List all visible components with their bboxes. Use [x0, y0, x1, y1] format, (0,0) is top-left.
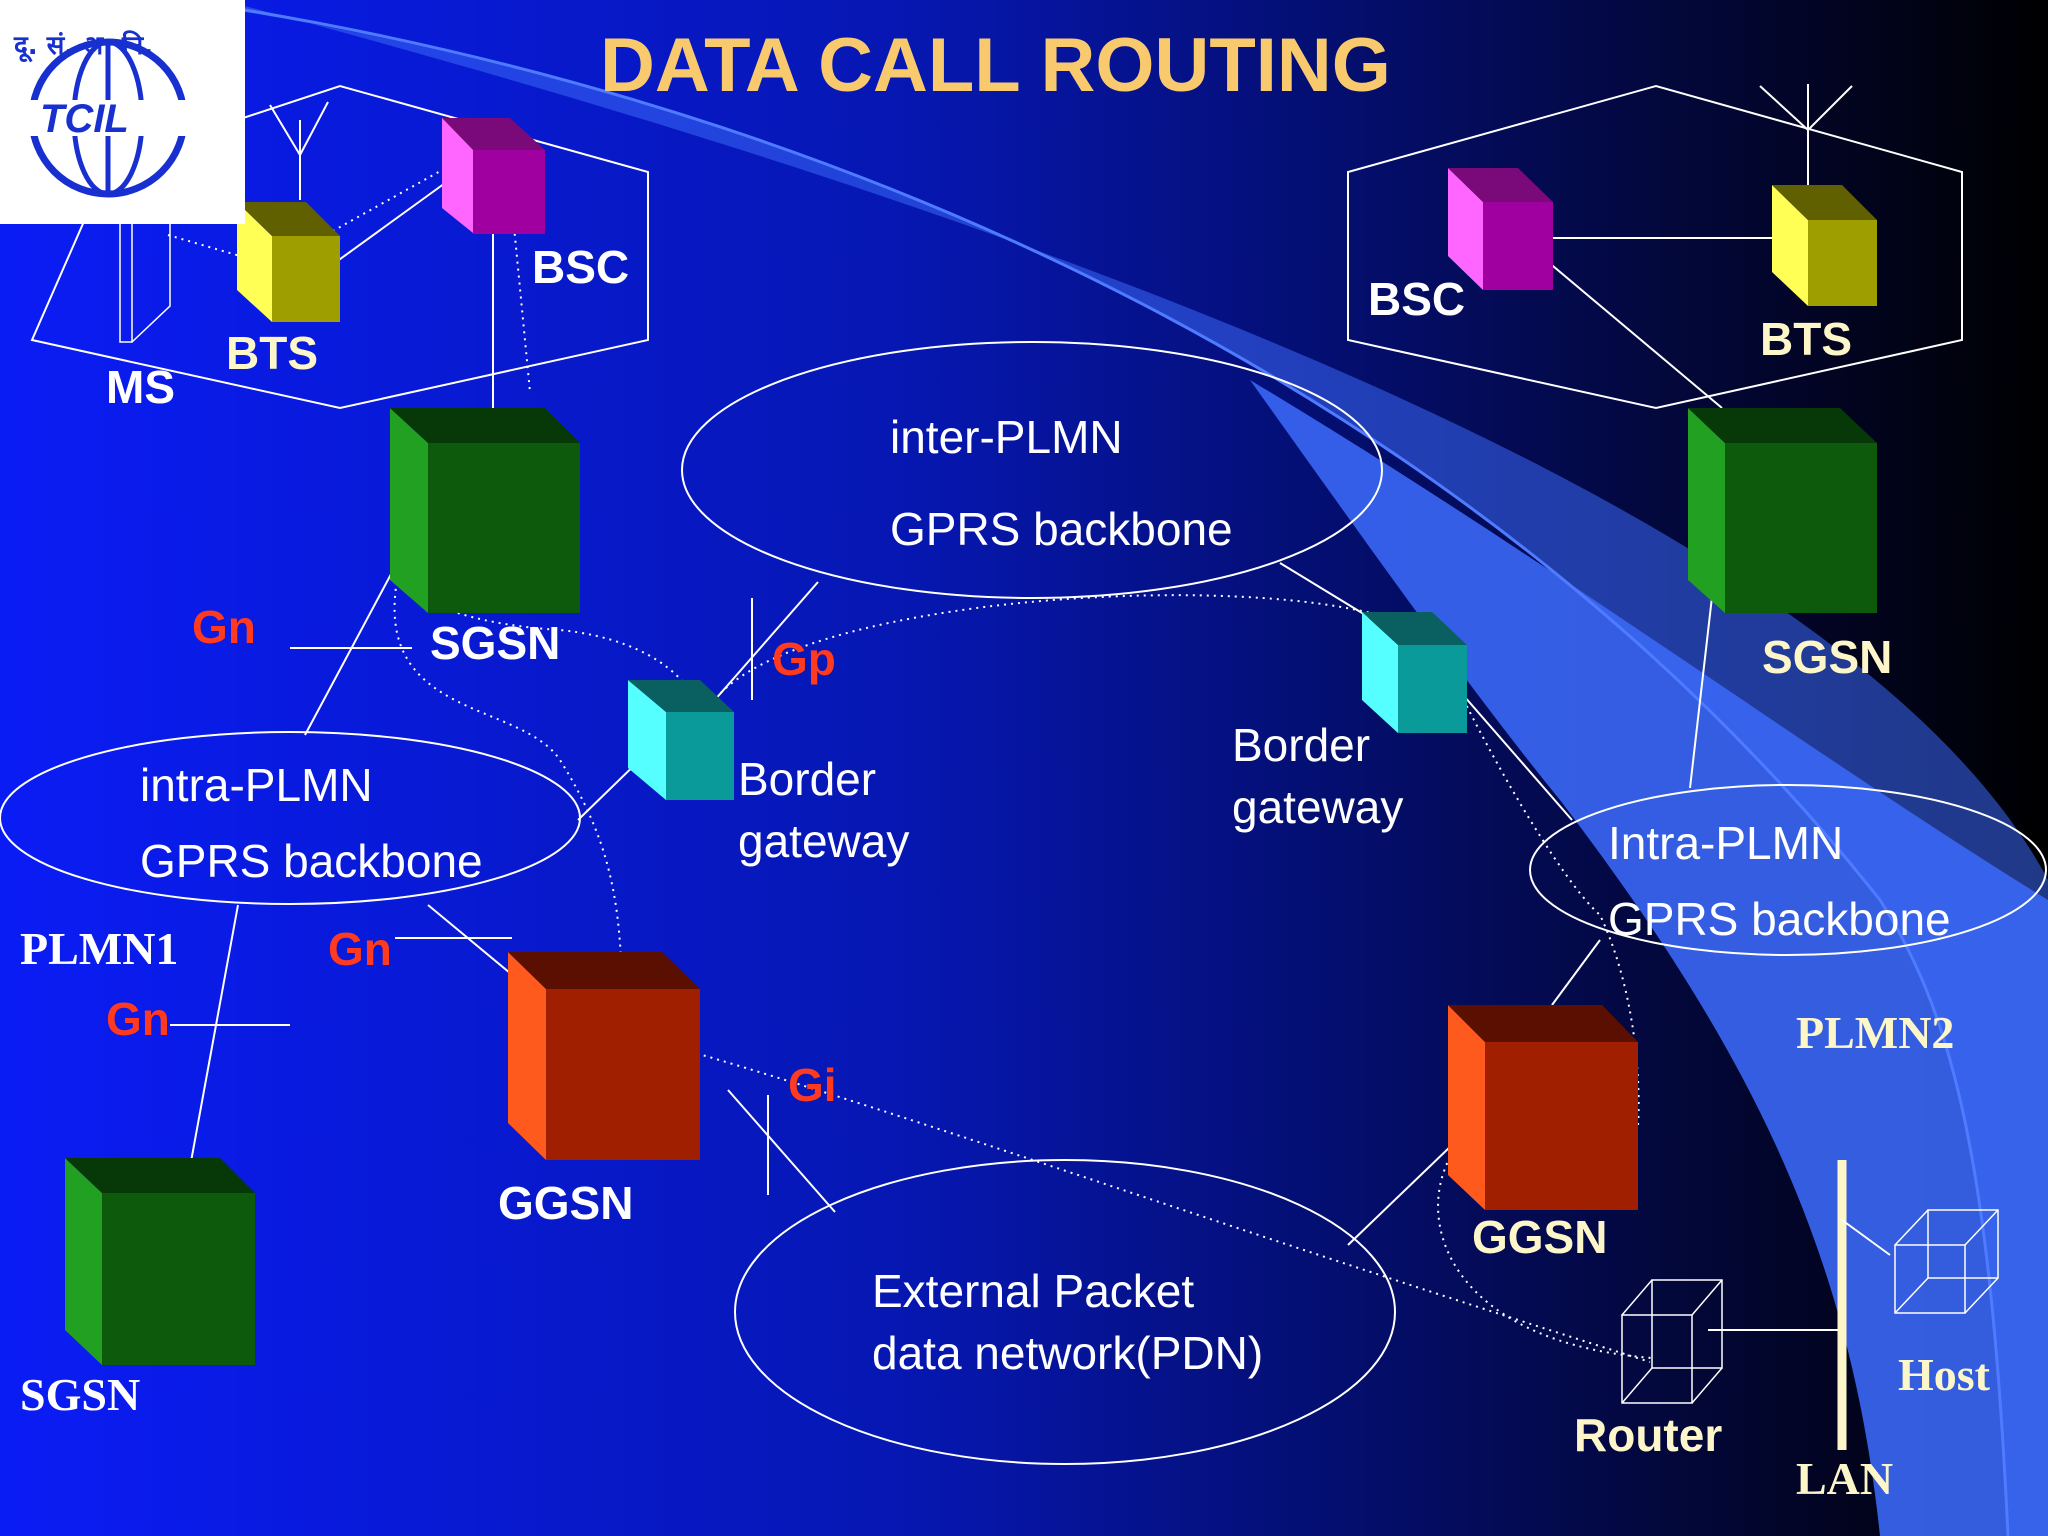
ggsn-plmn2-label: GGSN [1472, 1211, 1608, 1263]
page-title: DATA CALL ROUTING [600, 23, 1391, 108]
plmn1-backbone-line2: GPRS backbone [140, 835, 483, 887]
plmn2-region-band-solid [1250, 380, 2048, 1536]
bsc-plmn1 [442, 118, 545, 234]
border-gateway-plmn2 [1362, 612, 1467, 733]
border-gateway-plmn2-label-line1: Border [1232, 719, 1371, 771]
plmn2-region-edge [244, 8, 2010, 1536]
plmn1-backbone-line1: intra-PLMN [140, 759, 373, 811]
sgsn-plmn2-label: SGSN [1762, 631, 1893, 683]
gi-interface-label: Gi [788, 1059, 837, 1111]
ggsn-plmn1-label: GGSN [498, 1177, 634, 1229]
tcil-logo: TCIL दू. सं. अ. नि. [0, 0, 245, 224]
inter-plmn-backbone-ellipse [681, 341, 1383, 599]
svg-text:दू. सं. अ. नि.: दू. सं. अ. नि. [13, 30, 153, 63]
sgsn2-plmn1 [65, 1158, 255, 1365]
plmn2-cell-hexagon [1347, 84, 1963, 410]
gn-interface-label-top: Gn [192, 601, 256, 653]
border-gateway-plmn1 [628, 680, 734, 800]
bsc-plmn1-label: BSC [532, 241, 630, 293]
bsc-plmn2 [1448, 168, 1553, 290]
sgsn-plmn2 [1688, 408, 1877, 613]
bsc-plmn2-label: BSC [1368, 273, 1466, 325]
lan-label: LAN [1796, 1453, 1894, 1504]
gn-interface-label-mid: Gn [328, 923, 392, 975]
router-label: Router [1574, 1409, 1723, 1461]
svg-text:TCIL: TCIL [40, 97, 129, 141]
border-gateway-plmn1-label-line1: Border [738, 753, 877, 805]
bts-plmn2 [1772, 185, 1877, 306]
bts-plmn1-label: BTS [226, 327, 318, 379]
router-plmn2 [1621, 1279, 1723, 1404]
gn-interface-label-left: Gn [106, 993, 170, 1045]
dotted-links [167, 159, 1653, 1363]
plmn2-backbone-ellipse [1529, 784, 2047, 956]
gp-interface-label: Gp [772, 633, 836, 685]
inter-plmn-backbone-line2: GPRS backbone [890, 503, 1233, 555]
tcil-logo-mark: TCIL दू. सं. अ. नि. [13, 30, 198, 198]
inter-plmn-backbone-line1: inter-PLMN [890, 411, 1123, 463]
plmn2-backbone-line2: GPRS backbone [1608, 893, 1951, 945]
ggsn-plmn1 [508, 952, 700, 1160]
border-gateway-plmn1-label-line2: gateway [738, 815, 910, 867]
host-link [1841, 1219, 1891, 1256]
host-plmn2 [1894, 1209, 1999, 1314]
plmn2-label: PLMN2 [1796, 1007, 1955, 1058]
bts-plmn2-label: BTS [1760, 313, 1852, 365]
ms-plmn1-label: MS [106, 361, 175, 413]
sgsn-plmn1 [390, 408, 580, 613]
sgsn-plmn1-label: SGSN [430, 617, 561, 669]
pdn-label-line2: data network(PDN) [872, 1327, 1264, 1379]
sgsn2-plmn1-label: SGSN [20, 1369, 141, 1420]
bts-plmn1 [237, 202, 340, 322]
pdn-label-line1: External Packet [872, 1265, 1195, 1317]
border-gateway-plmn2-label-line2: gateway [1232, 781, 1404, 833]
ggsn-plmn2 [1448, 1005, 1638, 1210]
host-label: Host [1898, 1349, 1990, 1400]
plmn1-label: PLMN1 [20, 923, 179, 974]
pdn-ellipse [734, 1159, 1396, 1465]
plmn2-backbone-line1: Intra-PLMN [1608, 817, 1844, 869]
